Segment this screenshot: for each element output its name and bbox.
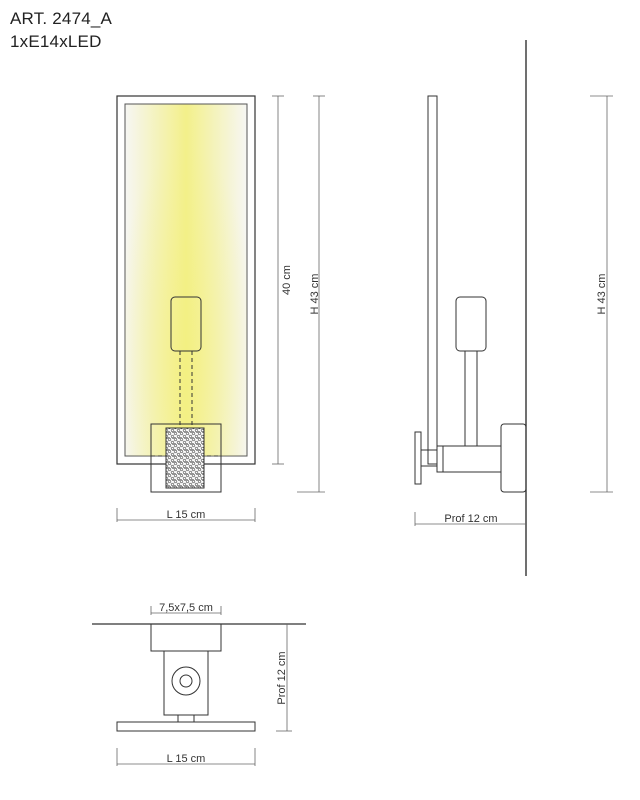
dim-top-depth: Prof 12 cm [276,651,288,704]
dim-side-depth: Prof 12 cm [444,513,497,525]
top-arm [163,650,209,716]
top-panel [116,721,256,732]
front-crystal-block [165,427,205,489]
top-wall-base [150,623,222,652]
lamp-spec: 1xE14xLED [10,32,102,51]
side-holder-disc [414,431,422,485]
side-wall-base [500,423,527,493]
dim-top-base: 7,5x7,5 cm [159,602,213,614]
side-bulb [455,296,487,352]
dim-front-width: L 15 cm [167,509,206,521]
dim-top-width: L 15 cm [167,753,206,765]
side-view: H 43 cm Prof 12 cm [414,40,613,576]
article-code: ART. 2474_A [10,9,113,28]
front-glow-spot [125,104,247,456]
dim-front-height: H 43 cm [309,274,321,315]
side-panel [427,95,438,465]
front-view: 40 cm H 43 cm L 15 cm [116,95,325,522]
top-view: 7,5x7,5 cm Prof 12 cm L 15 cm [92,602,306,766]
front-bulb [170,296,202,352]
top-bulb-circle [171,666,201,696]
dim-side-height: H 43 cm [596,274,608,315]
side-arm [436,445,502,473]
dim-front-inner-height: 40 cm [281,265,293,295]
